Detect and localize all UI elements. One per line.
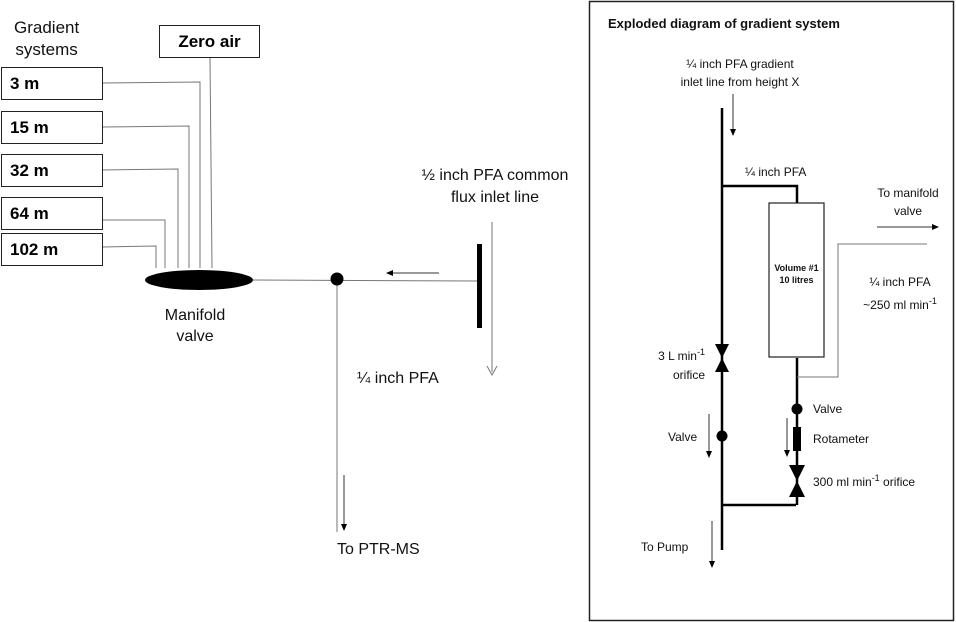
orifice-3l-label: 3 L min-1 orifice bbox=[650, 343, 705, 385]
inlet-line2: inlet line from height X bbox=[680, 75, 800, 89]
to-manifold-line2: valve bbox=[893, 204, 922, 218]
quarter-pfa-top-label: ¼ inch PFA bbox=[745, 165, 807, 179]
zero-air-label: Zero air bbox=[178, 31, 241, 51]
inlet-line1: ¼ inch PFA gradient bbox=[686, 57, 794, 71]
to-manifold-line1: To manifold bbox=[877, 186, 939, 200]
orifice-3l-line2: orifice bbox=[672, 368, 705, 382]
height-box-64m: 64 m bbox=[1, 197, 103, 230]
junction-icon bbox=[330, 272, 344, 286]
unit-superscript: -1 bbox=[928, 296, 937, 306]
height-label: 64 m bbox=[10, 203, 49, 223]
volume-label: Volume #1 10 litres bbox=[769, 262, 824, 286]
height-label: 15 m bbox=[10, 117, 49, 137]
volume-line2: 10 litres bbox=[779, 275, 814, 285]
height-box-32m: 32 m bbox=[1, 154, 103, 187]
orifice-3l-icon bbox=[715, 344, 729, 372]
orifice-300ml-label: 300 ml min-1 orifice bbox=[813, 473, 915, 489]
common-inlet-label: ½ inch PFA common flux inlet line bbox=[405, 165, 585, 209]
height-label: 32 m bbox=[10, 160, 49, 180]
manifold-line2: valve bbox=[176, 328, 214, 345]
flux-inlet-bar bbox=[477, 244, 482, 328]
manifold-valve-label: Manifold valve bbox=[150, 305, 240, 347]
volume-line1: Volume #1 bbox=[774, 263, 819, 273]
orifice-300ml-icon bbox=[789, 465, 805, 497]
to-pump-label: To Pump bbox=[641, 540, 689, 554]
common-inlet-line1: ½ inch PFA common bbox=[421, 167, 569, 184]
valve-left-icon bbox=[716, 430, 728, 442]
to-ptr-ms-label: To PTR-MS bbox=[337, 541, 420, 558]
orifice-300-suffix: orifice bbox=[879, 475, 916, 489]
exploded-panel-border bbox=[588, 0, 955, 622]
to-manifold-label: To manifold valve bbox=[868, 184, 948, 220]
height-label: 3 m bbox=[10, 73, 40, 93]
rotameter-icon bbox=[793, 427, 801, 451]
unit-superscript: -1 bbox=[696, 347, 705, 357]
common-inlet-line2: flux inlet line bbox=[450, 189, 540, 206]
heading-line1: Gradient bbox=[14, 18, 80, 37]
orifice-300-rate: 300 ml min bbox=[813, 475, 872, 489]
quarter-pfa-label: ¼ inch PFA bbox=[357, 370, 439, 387]
valve-right-label: Valve bbox=[813, 402, 843, 416]
height-box-102m: 102 m bbox=[1, 233, 103, 266]
valve-right-icon bbox=[791, 403, 803, 415]
outlet-pfa-label: ¼ inch PFA ~250 ml min-1 bbox=[845, 273, 955, 315]
manifold-line1: Manifold bbox=[164, 307, 226, 324]
zero-air-box: Zero air bbox=[159, 25, 260, 58]
feed-lines bbox=[101, 57, 213, 269]
unit-superscript: -1 bbox=[871, 473, 880, 483]
height-box-3m: 3 m bbox=[1, 67, 103, 100]
outlet-pfa-line1: ¼ inch PFA bbox=[869, 275, 931, 289]
outlet-line bbox=[797, 243, 927, 378]
height-label: 102 m bbox=[10, 239, 59, 259]
valve-left-label: Valve bbox=[668, 430, 698, 444]
gradient-systems-heading: Gradient systems bbox=[14, 17, 79, 61]
rotameter-label: Rotameter bbox=[813, 432, 870, 446]
orifice-3l-rate: 3 L min bbox=[658, 349, 697, 363]
height-box-15m: 15 m bbox=[1, 111, 103, 144]
exploded-title: Exploded diagram of gradient system bbox=[608, 16, 840, 31]
common-line bbox=[252, 279, 479, 282]
inlet-label: ¼ inch PFA gradient inlet line from heig… bbox=[660, 55, 820, 91]
heading-line2: systems bbox=[15, 40, 78, 59]
manifold-valve-icon bbox=[145, 270, 253, 290]
outlet-flow-rate: ~250 ml min bbox=[863, 298, 929, 312]
volume-vessel bbox=[768, 202, 825, 358]
